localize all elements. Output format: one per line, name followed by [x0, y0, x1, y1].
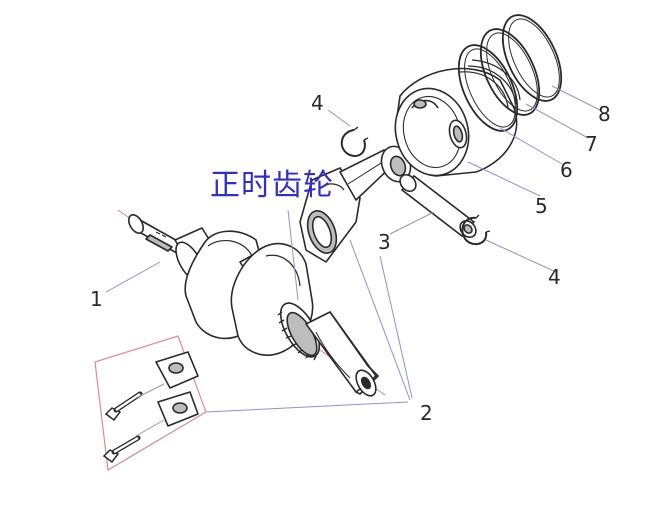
- callout-7: 7: [585, 132, 598, 156]
- piston: [394, 59, 521, 177]
- callout-5: 5: [535, 194, 548, 218]
- leader-8: [551, 85, 601, 111]
- piston-ring-8: [501, 14, 563, 102]
- leader-2-c: [379, 255, 413, 399]
- bearing-cap-detail: [94, 335, 207, 471]
- leader-2-b: [349, 239, 411, 401]
- leader-2-a: [205, 401, 409, 413]
- callout-6: 6: [560, 158, 573, 182]
- connecting-rod: [299, 145, 412, 263]
- crankshaft: [127, 214, 379, 397]
- leader-4b: [485, 239, 557, 273]
- callout-3: 3: [378, 230, 391, 254]
- leader-6: [499, 127, 563, 165]
- circlip-lower: [461, 214, 491, 246]
- leader-2-d: [135, 383, 165, 399]
- callout-2: 2: [420, 401, 433, 425]
- leader-lines: [105, 85, 601, 437]
- piston-pin: [399, 173, 477, 239]
- leader-3: [389, 211, 435, 235]
- circlip-upper: [340, 126, 369, 158]
- cap-bolt-upper: [104, 391, 143, 422]
- leader-5: [467, 161, 541, 197]
- cap-bolt-lower: [102, 435, 141, 464]
- piston-ring-7: [479, 28, 541, 116]
- leader-gear-note: [287, 209, 299, 301]
- callout-4-lower: 4: [548, 265, 561, 289]
- callout-4-upper: 4: [311, 91, 324, 115]
- timing-gear-annotation: 正时齿轮: [210, 168, 334, 203]
- leader-1: [105, 261, 161, 293]
- piston-ring-6: [457, 44, 519, 132]
- leader-4a: [327, 109, 351, 127]
- leader-7: [525, 103, 589, 139]
- callout-1: 1: [90, 287, 103, 311]
- leader-2-e: [135, 419, 165, 437]
- callout-8: 8: [598, 102, 611, 126]
